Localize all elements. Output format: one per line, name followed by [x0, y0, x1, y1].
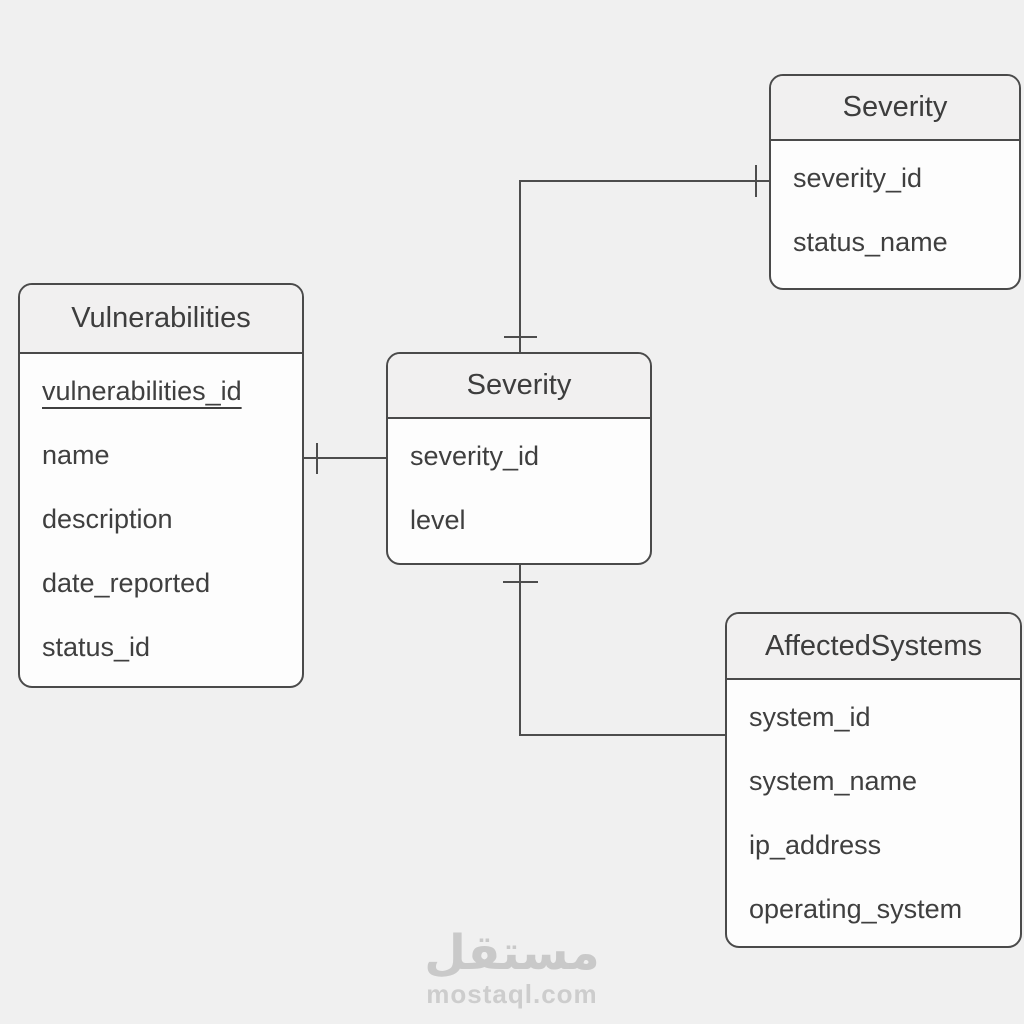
watermark: مستقل mostaql.com [424, 927, 600, 1009]
watermark-arabic-logo: مستقل [424, 927, 600, 980]
entity-table-severity-top-right: Severity severity_id status_name [769, 74, 1021, 290]
watermark-domain: mostaql.com [426, 979, 598, 1009]
entity-table-vulnerabilities: Vulnerabilities vulnerabilities_id name … [18, 283, 304, 688]
cardinality-one-tick [316, 443, 318, 474]
entity-table-affectedsystems: AffectedSystems system_id system_name ip… [725, 612, 1022, 948]
table-fields: system_id system_name ip_address operati… [727, 680, 1020, 941]
table-field: operating_system [749, 893, 963, 924]
table-fields: vulnerabilities_id name description date… [20, 354, 302, 679]
table-field: severity_id [410, 440, 540, 471]
table-field-primary-key: vulnerabilities_id [42, 375, 242, 406]
connector-vulnerabilities-severity [302, 457, 388, 459]
table-title: Severity [388, 354, 650, 419]
entity-table-severity-center: Severity severity_id level [386, 352, 652, 565]
connector-severity-severitytop-vertical [519, 180, 521, 354]
table-fields: severity_id status_name [771, 141, 1019, 274]
table-title: AffectedSystems [727, 614, 1020, 680]
cardinality-one-tick [504, 336, 537, 338]
table-field: system_id [749, 701, 871, 732]
table-field: date_reported [42, 567, 211, 598]
cardinality-one-tick [503, 581, 538, 583]
table-title: Vulnerabilities [20, 285, 302, 354]
table-field: system_name [749, 765, 918, 796]
table-fields: severity_id level [388, 419, 650, 552]
connector-severity-affectedsystems-horizontal [519, 734, 727, 736]
table-title: Severity [771, 76, 1019, 141]
cardinality-one-tick [755, 165, 757, 197]
table-field: level [410, 504, 466, 535]
table-field: status_id [42, 631, 151, 662]
table-field: ip_address [749, 829, 882, 860]
table-field: name [42, 439, 110, 470]
table-field: description [42, 503, 173, 534]
table-field: status_name [793, 226, 948, 257]
table-field: severity_id [793, 162, 923, 193]
connector-severity-affectedsystems-vertical [519, 565, 521, 736]
connector-severity-severitytop-horizontal [519, 180, 771, 182]
